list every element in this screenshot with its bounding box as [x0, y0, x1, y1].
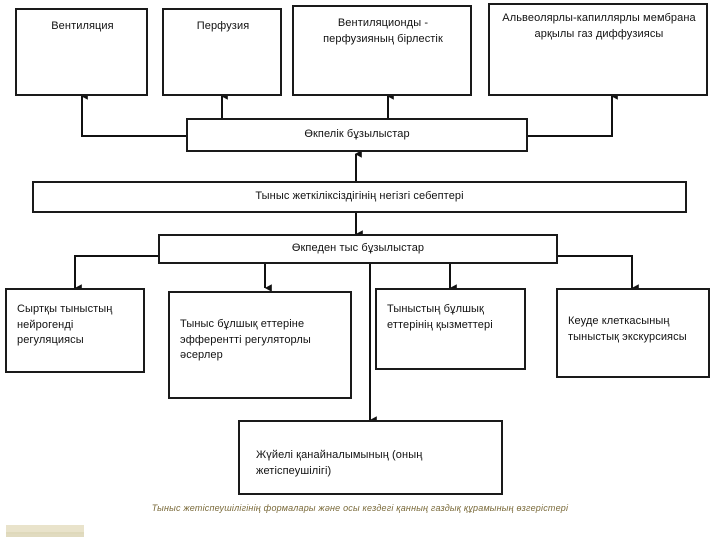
node-chest-excursion[interactable]: Кеуде клеткасының тыныстық экскурсиясы: [556, 288, 710, 378]
node-systemic-circulation-label: Жүйелі қанайналымының (оның жетіспеушілі…: [256, 449, 423, 477]
node-extrapulmonary-disorders-label: Өкпеден тыс бұзылыстар: [291, 242, 425, 255]
node-efferent-regulatory-effects[interactable]: Тыныс бұлшық еттеріне эфферентті регулят…: [168, 291, 352, 399]
node-perfusion[interactable]: Перфузия: [162, 8, 282, 96]
node-ventilation[interactable]: Вентиляция: [15, 8, 148, 96]
node-respiratory-muscle-functions-label: Тыныстың бұлшық еттерінің қызметтері: [387, 303, 493, 331]
node-ventilation-perfusion-unit[interactable]: Вентиляционды - перфузияның бірлестік: [292, 5, 472, 96]
node-main-causes-label: Тыныс жеткіліксіздігінің негізгі себепте…: [255, 190, 464, 203]
node-alveolar-capillary-diffusion-label: Альвеолярлы-капиллярлы мембрана арқылы г…: [502, 12, 696, 40]
node-main-causes[interactable]: Тыныс жеткіліксіздігінің негізгі себепте…: [32, 181, 687, 213]
node-neurogenic-regulation[interactable]: Сыртқы тыныстың нейрогенді регуляциясы: [5, 288, 145, 373]
node-alveolar-capillary-diffusion[interactable]: Альвеолярлы-капиллярлы мембрана арқылы г…: [488, 3, 708, 96]
edge-pulmonary-to-diffusion: [528, 102, 613, 137]
node-chest-excursion-label: Кеуде клеткасының тыныстық экскурсиясы: [568, 315, 687, 343]
node-efferent-regulatory-effects-label: Тыныс бұлшық еттеріне эфферентті регулят…: [180, 318, 311, 362]
node-systemic-circulation[interactable]: Жүйелі қанайналымының (оның жетіспеушілі…: [238, 420, 503, 495]
node-respiratory-muscle-functions[interactable]: Тыныстың бұлшық еттерінің қызметтері: [375, 288, 526, 370]
node-neurogenic-regulation-label: Сыртқы тыныстың нейрогенді регуляциясы: [17, 303, 113, 347]
diagram-caption: Тыныс жетіспеушілігінің формалары және о…: [151, 503, 569, 513]
scan-artifact-bar-secondary: [6, 532, 84, 537]
node-pulmonary-disorders[interactable]: Өкпелік бұзылыстар: [186, 118, 528, 152]
edge-extrapulmonary-to-leaf1: [74, 255, 163, 278]
node-perfusion-label: Перфузия: [196, 20, 250, 32]
node-extrapulmonary-disorders[interactable]: Өкпеден тыс бұзылыстар: [158, 234, 558, 264]
node-ventilation-perfusion-unit-label: Вентиляционды - перфузияның бірлестік: [323, 17, 443, 45]
scan-artifact-bar: [6, 525, 84, 534]
edge-extrapulmonary-to-leaf4: [552, 255, 633, 278]
node-ventilation-label: Вентиляция: [51, 20, 114, 32]
node-pulmonary-disorders-label: Өкпелік бұзылыстар: [304, 128, 410, 141]
edge-pulmonary-to-ventilation: [81, 102, 186, 137]
